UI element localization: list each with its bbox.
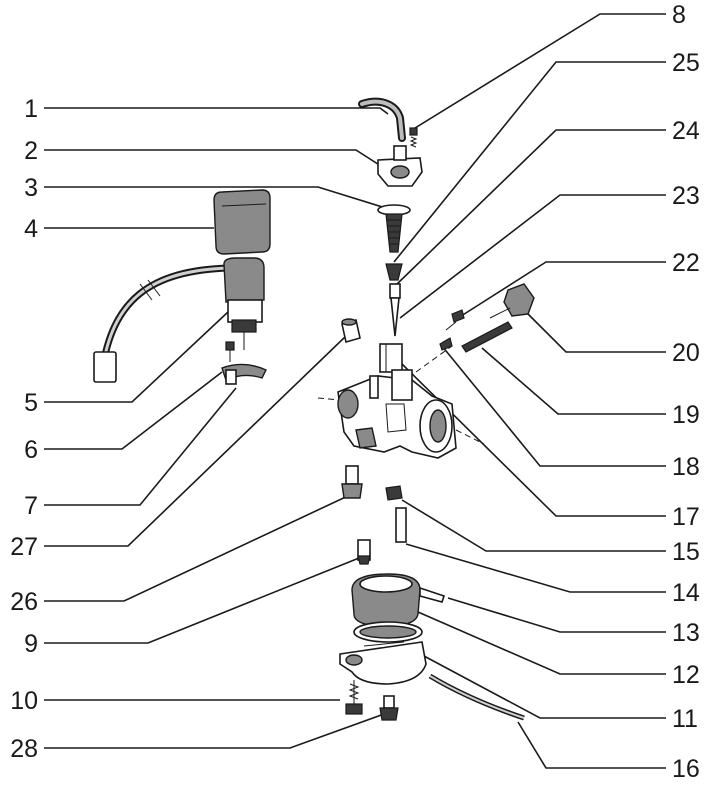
label-11: 11 [672,705,698,733]
label-24: 24 [672,117,700,145]
label-25: 25 [672,49,700,77]
leader-27 [44,335,347,547]
part-labels: 1 2 3 4 5 6 7 27 26 9 10 28 8 25 24 23 2… [10,1,700,783]
label-18: 18 [672,453,700,481]
leader-24 [396,129,666,285]
leader-12 [417,611,666,675]
leader-15 [401,499,666,552]
part-8-screw [409,127,418,148]
label-19: 19 [672,401,700,429]
part-26-holder [341,465,363,499]
label-4: 4 [24,215,38,243]
leader-1 [44,107,389,115]
part-22-screw [445,309,465,331]
part-19-spring [461,321,513,353]
leader-8 [414,13,666,129]
label-14: 14 [672,579,700,607]
leader-25 [393,61,666,263]
label-16: 16 [672,755,700,783]
part-16-hose [428,673,525,721]
label-13: 13 [672,619,700,647]
leader-9 [44,555,365,644]
label-2: 2 [24,137,38,165]
label-6: 6 [24,436,38,464]
leader-26 [44,493,353,602]
part-20-fitting [489,283,535,319]
label-15: 15 [672,538,700,566]
leader-19 [481,347,666,415]
label-3: 3 [24,174,38,202]
part-17-slide [379,343,403,373]
label-23: 23 [672,182,700,210]
part-12-gasket [353,621,423,643]
part-9-jet [357,539,371,565]
leader-18 [441,345,666,467]
leader-22 [457,261,666,319]
part-25-clip [385,263,403,281]
leader-16 [517,721,666,769]
label-12: 12 [672,661,700,689]
part-27-sleeve [341,318,361,344]
part-15-nut [385,485,403,501]
part-14-jet [395,507,407,543]
part-24-needle [389,283,401,337]
leader-28 [44,713,385,749]
leader-3 [44,186,393,211]
leader-lines [44,13,666,769]
label-28: 28 [10,735,38,763]
label-8: 8 [672,1,686,29]
leader-23 [399,194,666,319]
leader-13 [447,597,666,633]
leader-14 [405,543,666,593]
leader-2 [44,149,385,169]
part-3-spring [377,204,411,253]
label-22: 22 [672,249,700,277]
part-18-screw [439,337,453,351]
part-5-choke [93,257,265,383]
label-20: 20 [672,339,700,367]
part-2-cap [377,145,423,187]
label-5: 5 [24,389,38,417]
leader-20 [525,311,666,353]
carburetor-body [317,345,485,459]
leader-5 [44,311,229,403]
label-9: 9 [24,630,38,658]
part-4-cover [213,189,271,255]
part-28-screw [379,695,399,721]
part-10-screw [345,680,363,715]
leader-6 [44,371,223,450]
label-27: 27 [10,533,38,561]
part-13-float [351,573,446,627]
label-17: 17 [672,503,700,531]
part-11-bowl [339,641,427,685]
leader-11 [423,655,666,719]
part-6-screw [225,341,235,362]
label-1: 1 [24,95,38,123]
label-10: 10 [10,687,38,715]
label-26: 26 [10,588,38,616]
part-1-pipe [358,97,406,142]
leader-7 [44,387,237,506]
part-7-clamp [221,363,267,385]
label-7: 7 [24,492,38,520]
